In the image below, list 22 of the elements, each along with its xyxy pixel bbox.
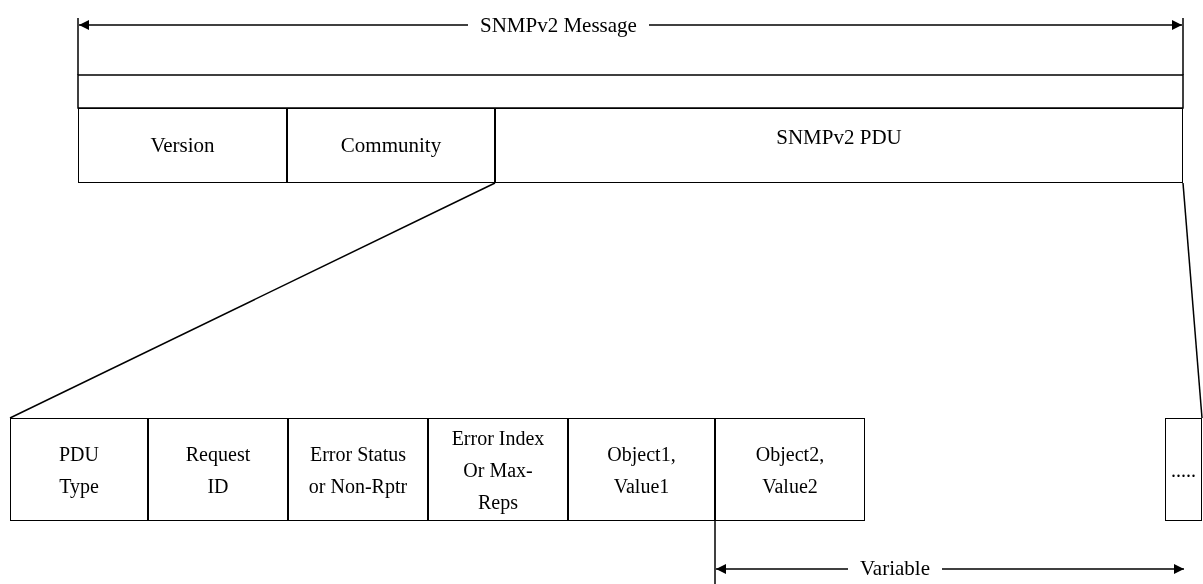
field-name: Request ID — [184, 441, 252, 499]
field-name: SNMPv2 PDU — [776, 124, 902, 151]
field-cell — [495, 108, 1183, 183]
field-name: Community — [340, 131, 442, 159]
field-cell — [78, 108, 287, 183]
field-cell — [1165, 418, 1202, 521]
field-cell — [428, 418, 568, 521]
field-name: PDU Type — [58, 441, 100, 500]
field-cell — [287, 108, 495, 183]
field-cell — [288, 418, 428, 521]
field-name: Object2, Value2 — [754, 441, 826, 499]
field-cell — [148, 418, 288, 521]
field-name: ..... — [1171, 457, 1196, 483]
field-cell — [715, 418, 865, 521]
field-name: Error Status or Non-Rptr — [307, 441, 409, 500]
expansion-line — [9, 182, 496, 419]
expansion-line — [1182, 182, 1203, 419]
field-name: Error Index Or Max-Reps — [450, 425, 546, 516]
field-cell — [10, 418, 148, 521]
field-cell — [568, 418, 715, 521]
field-name: Object1, Value1 — [606, 441, 677, 499]
field-name: Version — [150, 131, 215, 159]
